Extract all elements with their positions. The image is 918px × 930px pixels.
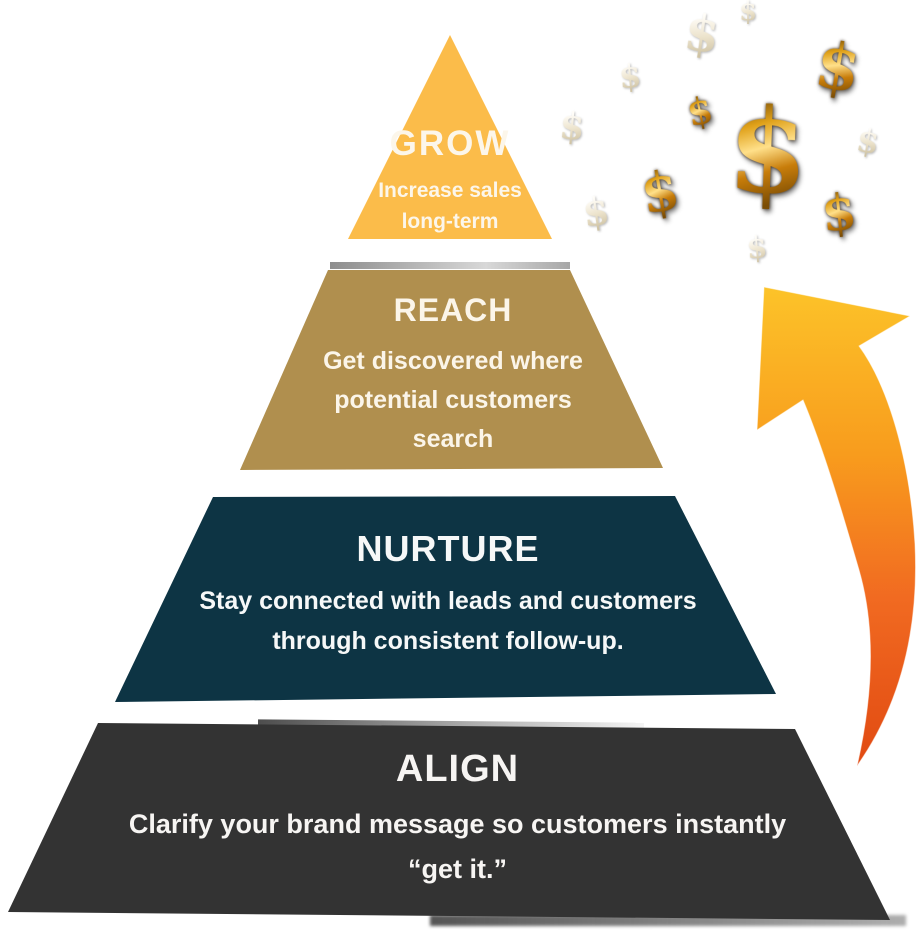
dollar-sign-icon: $ [853,120,883,162]
dollar-sign-icon: $ [818,181,860,244]
dollar-sign-icon: $ [617,56,643,96]
dollar-sign-icon: $ [738,0,758,27]
dollar-sign-icon: $ [635,157,685,227]
growth-arrow-icon [756,286,917,767]
pyramid-level-nurture: NURTURE Stay connected with leads and cu… [113,492,783,704]
align-trapezoid [8,723,890,920]
dollar-sign-icon: $ [680,1,724,66]
pyramid-bottom-shadow [430,915,906,926]
nurture-top-highlight [213,493,678,496]
pyramid-level-align: ALIGN Clarify your brand message so cust… [5,718,910,930]
level-desc-reach: Get discovered where potential customers… [323,346,583,453]
dollar-sign-icon: $ [579,187,613,236]
level-title-grow: GROW [389,124,511,163]
level-desc-grow: Increase sales long-term [378,178,522,233]
pyramid-level-reach: REACH Get discovered where potential cus… [238,264,668,472]
dollar-sign-icon: $ [745,230,769,267]
level-title-reach: REACH [393,292,513,328]
dollar-sign-icon: $ [725,82,811,222]
dollar-sign-icon: $ [809,26,867,109]
dollar-sign-icon: $ [683,88,717,136]
reach-top-bevel [330,262,570,269]
nurture-trapezoid [115,496,776,702]
level-title-nurture: NURTURE [356,528,540,569]
level-desc-nurture: Stay connected with leads and customers … [199,586,697,655]
dollar-sign-icon: $ [557,104,587,150]
pyramid-level-grow: GROW Increase sales long-term [344,30,556,242]
level-title-align: ALIGN [395,748,520,790]
level-desc-align: Clarify your brand message so customers … [128,808,787,884]
